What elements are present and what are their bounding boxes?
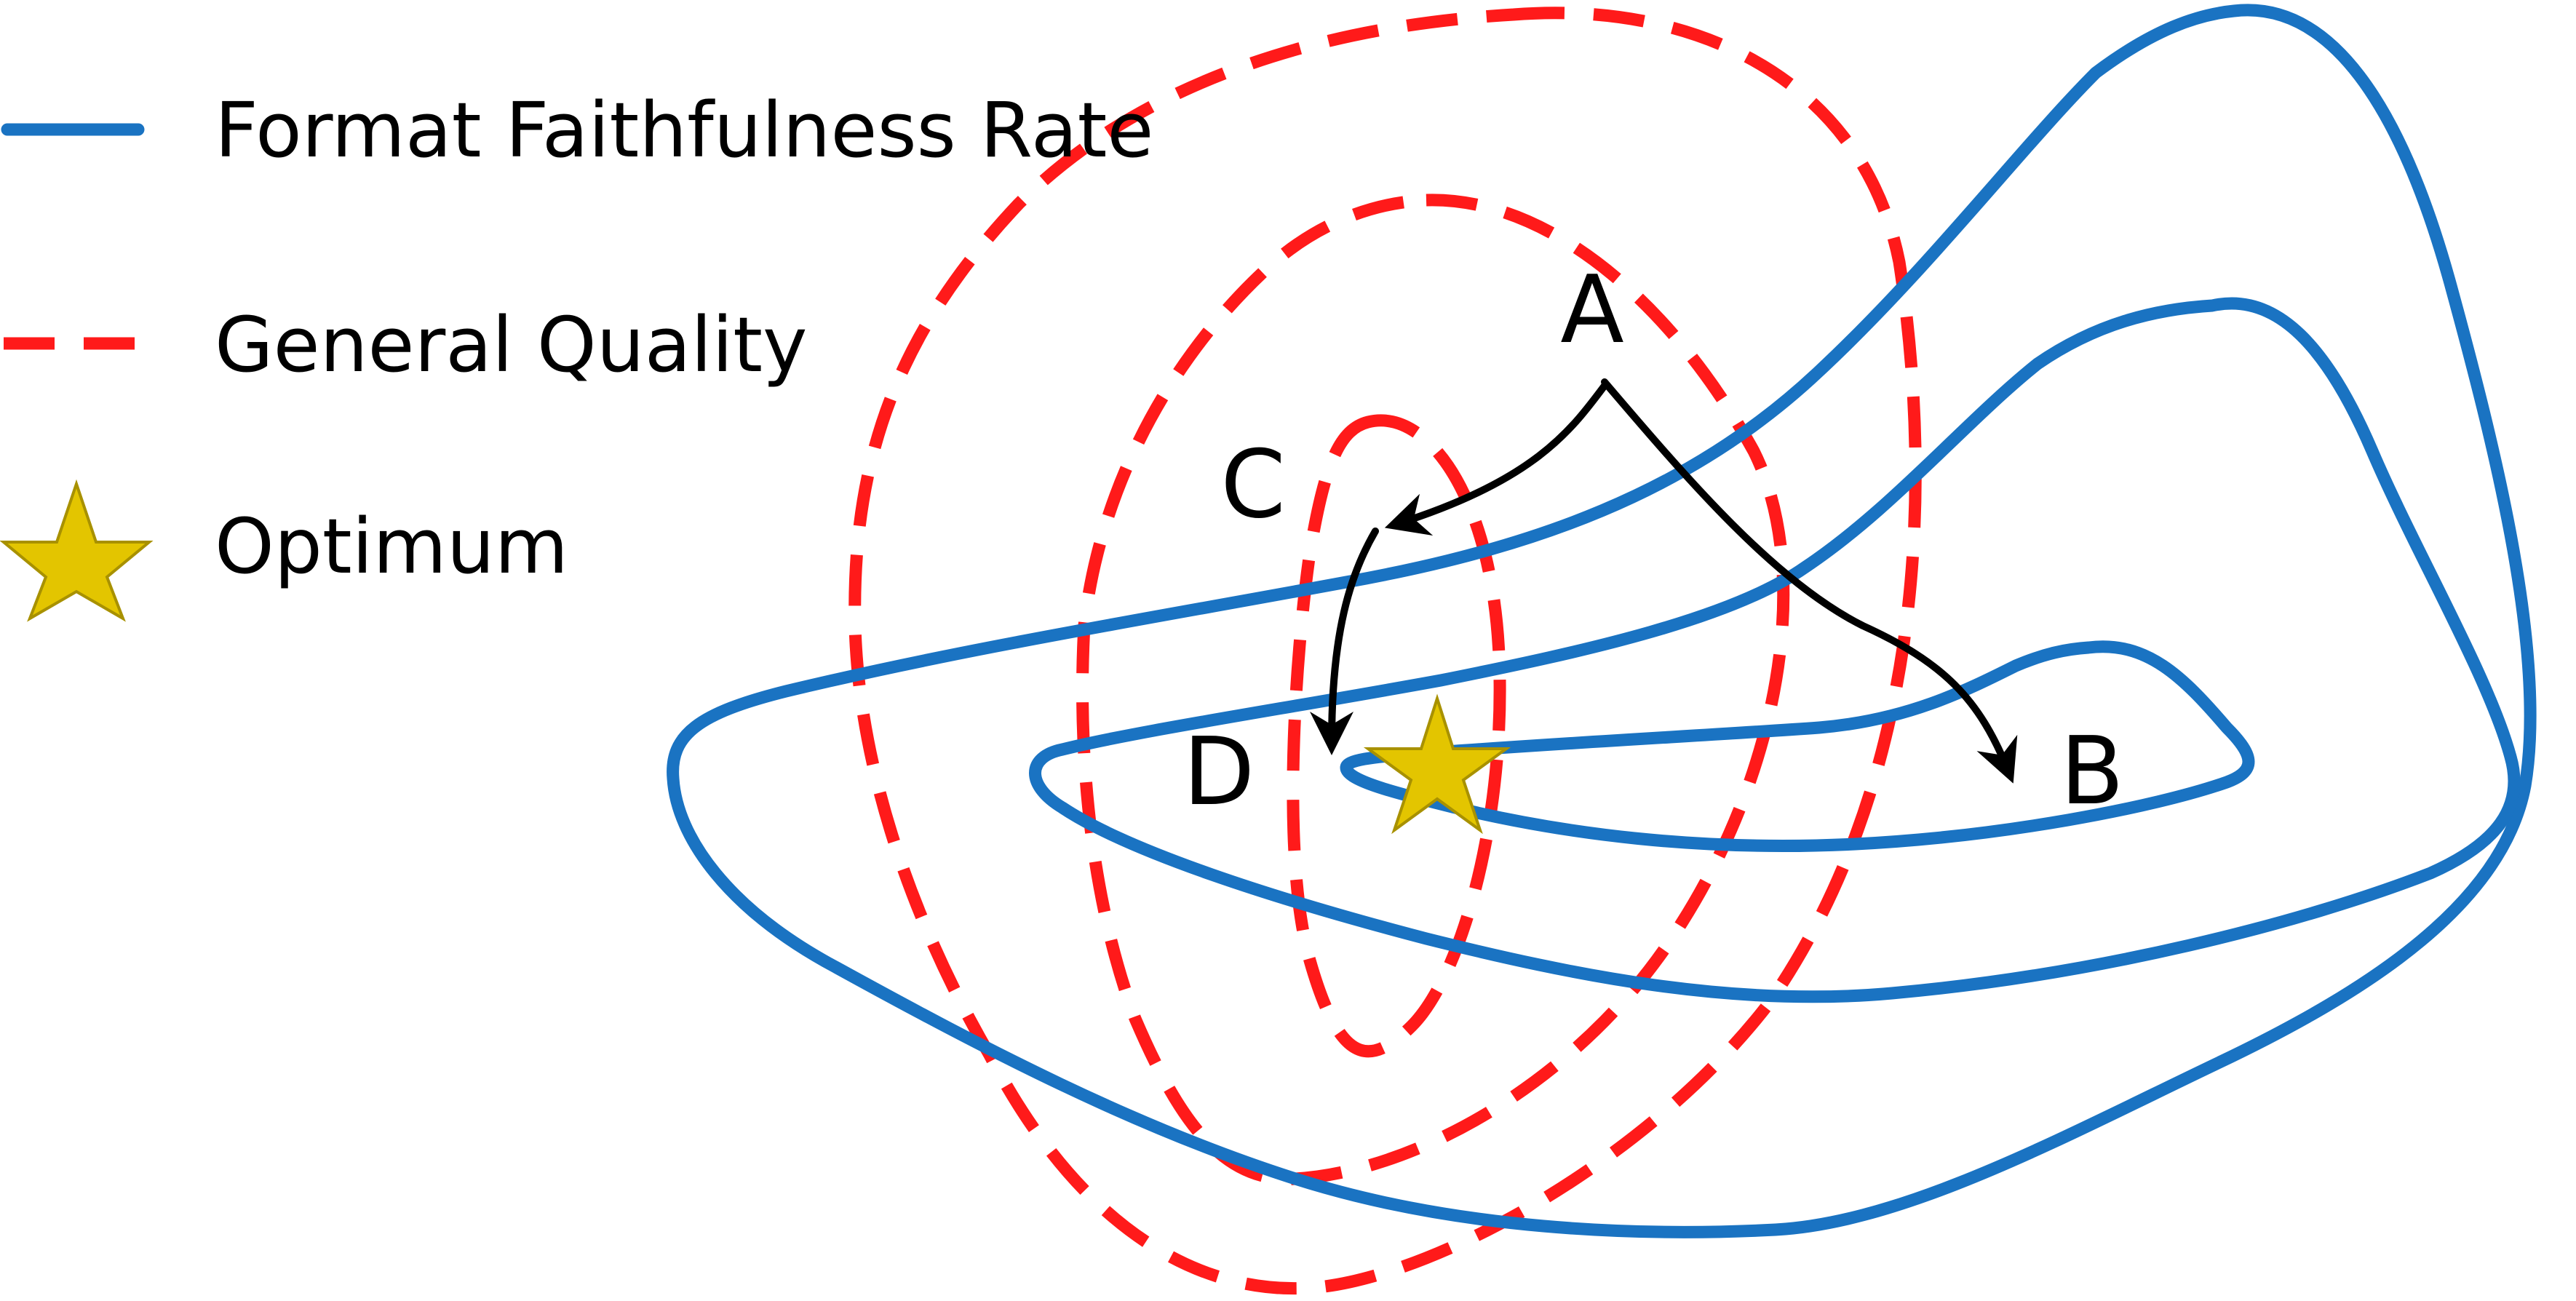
- arrow-c-to-d: [1310, 528, 1379, 755]
- legend-optimum-label: Optimum: [215, 502, 568, 591]
- arrow-a-to-c: [1384, 382, 1608, 536]
- point-labels: A B C D: [1183, 256, 2124, 827]
- general-quality-inner-contour: [1287, 414, 1506, 1058]
- legend-general-quality-label: General Quality: [215, 301, 808, 389]
- format-faithfulness-middle-contour: [1029, 297, 2521, 1003]
- legend-format-faithfulness-label: Format Faithfulness Rate: [215, 86, 1153, 175]
- trajectory-arrows: [1310, 378, 2018, 784]
- point-label-a: A: [1560, 256, 1624, 365]
- legend-optimum-star-icon: [0, 479, 154, 622]
- optimum-star-icon: [1363, 693, 1511, 835]
- arrow-a-to-b: [1601, 378, 2018, 784]
- general-quality-outer-contour: [848, 7, 1922, 1295]
- format-faithfulness-contours: [667, 4, 2537, 1238]
- format-faithfulness-outer-contour: [667, 4, 2537, 1238]
- general-quality-middle-contour: [1076, 194, 1790, 1185]
- point-label-b: B: [2060, 717, 2124, 826]
- general-quality-contours: [848, 7, 1922, 1295]
- point-label-c: C: [1220, 431, 1285, 539]
- legend: Format Faithfulness Rate General Quality…: [0, 86, 1153, 622]
- point-label-d: D: [1183, 718, 1255, 827]
